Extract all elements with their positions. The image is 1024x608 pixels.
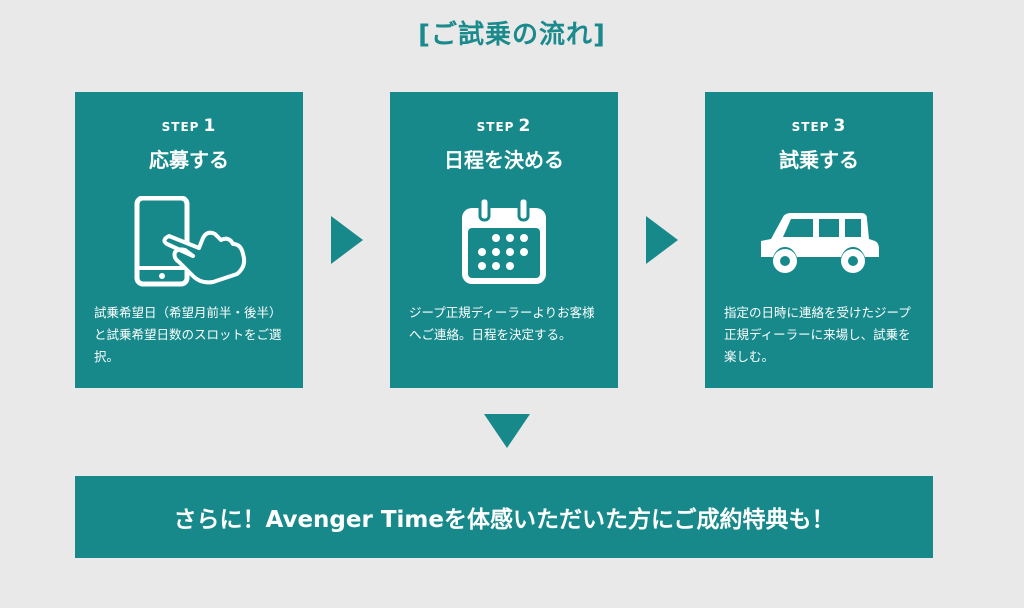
arrow-down-icon — [484, 414, 530, 448]
step-word: STEP — [161, 120, 200, 134]
calendar-icon — [462, 196, 546, 284]
step-title: 応募する — [149, 148, 229, 172]
arrow-right-icon — [331, 216, 363, 264]
step-title: 試乗する — [779, 148, 859, 172]
page-title: [ご試乗の流れ] — [418, 20, 606, 50]
step-number: 1 — [203, 116, 217, 136]
step-number: 2 — [518, 116, 532, 136]
jeep-car-icon — [761, 213, 879, 273]
illustration — [705, 194, 933, 290]
illustration — [75, 194, 303, 290]
step-word: STEP — [791, 120, 830, 134]
step-number: 3 — [833, 116, 847, 136]
arrow-right-icon — [646, 216, 678, 264]
offer-banner: さらに！Avenger Timeを体感いただいた方にご成約特典も！ — [75, 476, 933, 558]
step-description: 指定の日時に連絡を受けたジープ正規ディーラーに来場し、試乗を楽しむ。 — [724, 305, 911, 364]
illustration — [390, 194, 618, 290]
step-description: 試乗希望日（希望月前半・後半）と試乗希望日数のスロットをご選択。 — [94, 305, 282, 364]
step-title: 日程を決める — [444, 148, 564, 172]
step-word: STEP — [476, 120, 515, 134]
smartphone-tap-icon — [134, 196, 247, 287]
step-description: ジープ正規ディーラーよりお客様へご連絡。日程を決定する。 — [409, 305, 595, 342]
